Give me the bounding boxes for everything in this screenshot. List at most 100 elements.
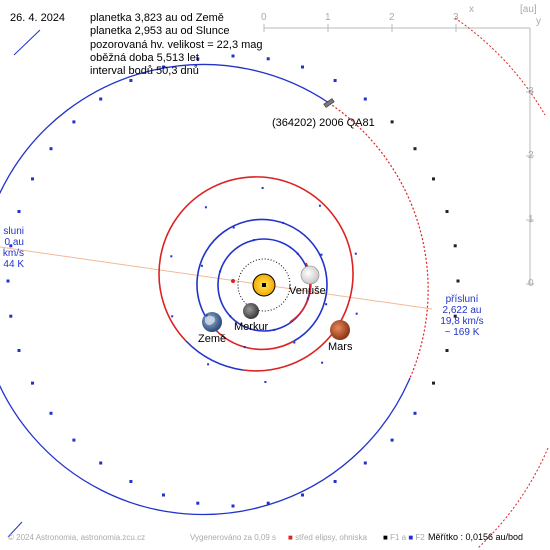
asteroid-orbit-far bbox=[0, 63, 411, 516]
orbit-sample-point bbox=[231, 504, 235, 508]
center-legend-dot: ■ bbox=[288, 533, 293, 542]
orbit-sample-point bbox=[196, 57, 200, 61]
orbit-sample-point bbox=[31, 177, 34, 181]
venus-orbit-far bbox=[217, 238, 311, 332]
planet-orbit-point bbox=[293, 341, 296, 344]
y-axis-name: y bbox=[536, 16, 541, 27]
y-tick-1: 1 bbox=[528, 214, 534, 225]
orbit-sample-point bbox=[390, 438, 394, 442]
planet-orbit-point bbox=[171, 315, 174, 318]
orbit-sample-point bbox=[9, 314, 13, 318]
x-tick-0: 0 bbox=[261, 12, 267, 23]
venus-label: Venuše bbox=[289, 285, 326, 297]
aphelion-info: slunі 0 au km/s 44 K bbox=[0, 226, 24, 270]
info-line-magnitude: pozorovaná hv. velikost = 22,3 mag bbox=[90, 38, 263, 51]
x-axis-unit: [au] bbox=[520, 4, 537, 15]
mercury-orbit bbox=[237, 258, 291, 312]
orbit-sample-point bbox=[99, 97, 103, 101]
orbit-sample-point bbox=[162, 493, 165, 497]
planet-orbit-point bbox=[243, 346, 246, 349]
orbit-sample-point bbox=[17, 210, 21, 213]
planet-orbit-point bbox=[273, 328, 276, 331]
outer-orbit-bottom-right bbox=[477, 447, 549, 549]
asteroid-name-label: (364202) 2006 QA81 bbox=[272, 117, 375, 129]
orbit-fragment-top-left bbox=[13, 29, 41, 56]
orbit-sample-point bbox=[231, 54, 235, 58]
info-line-period: oběžná doba 5,513 let bbox=[90, 51, 199, 64]
orbit-sample-point bbox=[453, 314, 457, 318]
aphelion-temp: 44 K bbox=[3, 259, 24, 270]
aphelion-distance: 0 au bbox=[4, 237, 24, 248]
info-line-sun-distance: planetka 2,953 au od Slunce bbox=[90, 25, 230, 38]
orbit-sample-point bbox=[72, 120, 76, 124]
date-label: 26. 4. 2024 bbox=[10, 12, 66, 24]
orbit-sample-point bbox=[456, 279, 460, 283]
orbit-sample-point bbox=[390, 120, 394, 124]
planet-orbit-point bbox=[229, 315, 232, 318]
orbit-sample-point bbox=[6, 279, 10, 283]
asteroid-icon bbox=[323, 98, 335, 108]
orbit-sample-points bbox=[6, 54, 460, 508]
orbit-sample-point bbox=[453, 244, 457, 248]
focus-f1-marker bbox=[262, 283, 266, 287]
planet-orbit-point bbox=[282, 221, 285, 224]
earth-orbit-far bbox=[196, 218, 328, 342]
planet-orbit-point bbox=[306, 297, 309, 300]
planet-orbit-point bbox=[320, 253, 323, 256]
planet-orbit-point bbox=[219, 270, 222, 273]
orbit-sample-point bbox=[333, 79, 337, 82]
footer-copyright: © 2024 Astronomia, astronomia.zcu.cz bbox=[8, 533, 146, 542]
orbit-sample-point bbox=[432, 177, 435, 181]
mercury-planet bbox=[243, 303, 259, 319]
perihelion-speed: 19,8 km/s bbox=[440, 316, 484, 327]
orbit-sample-point bbox=[301, 493, 304, 497]
orbit-sample-point bbox=[49, 147, 53, 151]
mars-orbit-near bbox=[158, 176, 354, 372]
orbit-sample-point bbox=[31, 381, 34, 385]
earth-label: Země bbox=[198, 333, 227, 345]
mars-orbit-far bbox=[185, 340, 244, 371]
orbit-sample-point bbox=[413, 147, 417, 151]
planet-orbit-point bbox=[252, 239, 255, 242]
planet-orbit-point bbox=[205, 314, 208, 317]
y-tick-3: 3 bbox=[528, 86, 534, 97]
planet-orbit-point bbox=[170, 255, 173, 258]
info-line-interval: interval bodů 50,3 dnů bbox=[90, 65, 199, 78]
footer-center-legend: ■ střed elipsy, ohniska bbox=[288, 533, 367, 542]
x-tick-2: 2 bbox=[389, 12, 395, 23]
info-panel: planetka 3,823 au od Země planetka 2,953… bbox=[90, 12, 263, 78]
orbit-sample-point bbox=[432, 381, 435, 385]
planet-orbit-point bbox=[318, 204, 321, 207]
orbit-sample-point bbox=[72, 438, 76, 442]
mars-planet bbox=[330, 320, 350, 340]
orbit-sample-point bbox=[363, 97, 367, 101]
orbit-sample-point bbox=[196, 501, 200, 505]
venus-planet bbox=[300, 265, 320, 285]
orbit-sample-point bbox=[49, 411, 53, 415]
y-tick-2: 2 bbox=[528, 150, 534, 161]
planet-orbit-point bbox=[264, 381, 267, 383]
planet-orbit-point bbox=[204, 206, 207, 209]
orbit-sample-point bbox=[266, 501, 270, 505]
footer-generated: Vygenerováno za 0,09 s bbox=[190, 533, 276, 542]
earth-orbit-near bbox=[211, 325, 295, 351]
orbit-sample-point bbox=[363, 461, 367, 465]
earth-cloud-mark bbox=[205, 315, 216, 326]
aphelion-title: slunі bbox=[3, 226, 24, 237]
orbit-sample-point bbox=[162, 65, 165, 69]
perihelion-distance: 2,622 au bbox=[442, 305, 482, 316]
x-tick-1: 1 bbox=[325, 12, 331, 23]
orbit-sample-point bbox=[9, 244, 13, 248]
orbit-sample-point bbox=[445, 349, 449, 352]
orbit-sample-point bbox=[413, 411, 417, 415]
outer-orbit-top-right bbox=[454, 17, 546, 116]
footer-scale: Měřítko : 0,0156 au/bod bbox=[428, 532, 524, 542]
apsis-line bbox=[0, 246, 433, 310]
footer-f1-legend: ■ F1 a ■ F2 bbox=[383, 533, 425, 542]
aphelion-speed: km/s bbox=[2, 248, 24, 259]
planet-orbit-point bbox=[354, 252, 357, 255]
y-tick-0: 0 bbox=[528, 278, 534, 289]
ellipse-center-marker bbox=[231, 279, 235, 283]
x-tick-3: 3 bbox=[453, 12, 459, 23]
